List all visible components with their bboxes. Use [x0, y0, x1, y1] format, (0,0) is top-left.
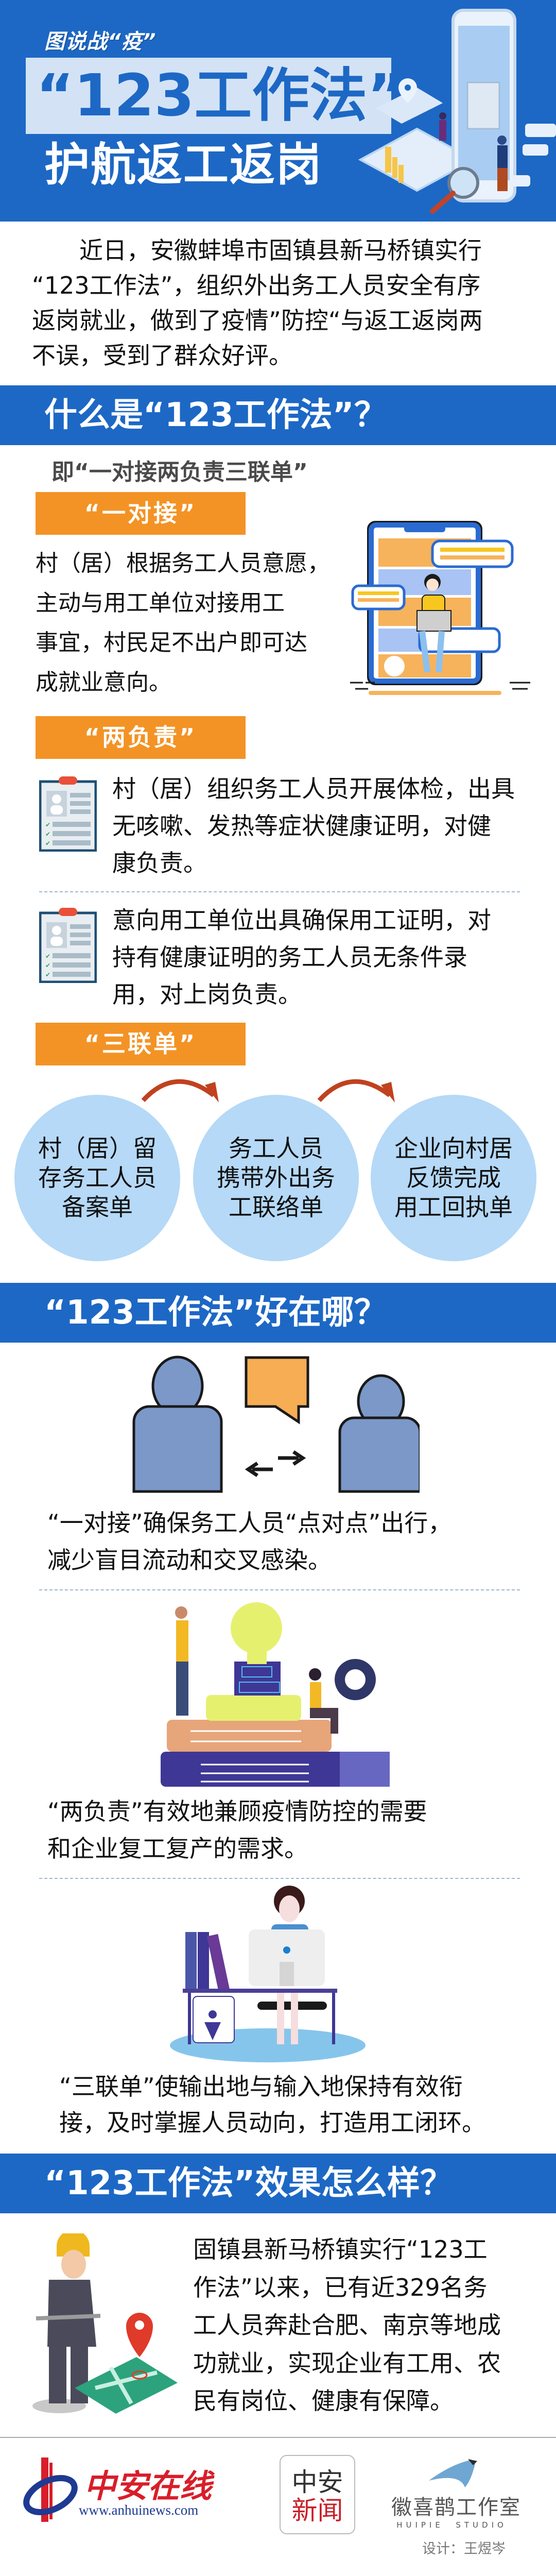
text-line: “两负责”有效地兼顾疫情防控的需要	[47, 1798, 427, 1825]
header-banner: 图说战“疫” “123工作法” 护航返工返岗	[0, 0, 556, 222]
text-line: 备案单	[62, 1193, 133, 1221]
phone-chat-illustration	[350, 521, 530, 695]
benefit-one-connection: “一对接”确保务工人员“点对点”出行， 减少盲目流动和交叉感染。	[47, 1504, 451, 1579]
svg-text:✔: ✔	[45, 962, 50, 969]
arrow-right-icon	[278, 1450, 306, 1466]
text-line: 务工人员	[229, 1134, 323, 1162]
divider	[39, 891, 520, 892]
label-two-responsibilities: “两负责”	[36, 716, 246, 759]
office-worker-illustration	[170, 1886, 366, 2062]
section-what-subtitle: 即“一对接两负责三联单”	[51, 459, 308, 485]
text-line: 和企业复工复产的需求。	[47, 1835, 308, 1862]
intro-paragraph: 近日，安徽蚌埠市固镇县新马桥镇实行 “123工作法”，组织外出务工人员安全有序 …	[32, 233, 483, 373]
section-effect-header: “123工作法”效果怎么样？	[0, 2154, 556, 2213]
zhongan-news-bottom: 新闻	[291, 2496, 343, 2526]
svg-text:✔: ✔	[45, 840, 50, 847]
benefit-three-forms: “三联单”使输出地与输入地保持有效衔 接，及时掌握人员动向，打造用工闭环。	[59, 2069, 485, 2141]
text-line: 民有岗位、健康有保障。	[193, 2387, 454, 2415]
text-line: 成就业意向。	[36, 669, 171, 696]
text-line: 作法”以来，已有近329名务	[193, 2273, 488, 2301]
text-line: 工联络单	[229, 1193, 323, 1221]
magpie-bird-icon	[428, 2459, 477, 2487]
divider	[39, 1878, 520, 1879]
anhuinews-url: www.anhuinews.com	[79, 2502, 199, 2518]
effect-paragraph: 固镇县新马桥镇实行“123工 作法”以来，已有近329名务 工人员奔赴合肥、南京…	[193, 2231, 501, 2420]
form-circle-receipt: 企业向村居 反馈完成 用工回执单	[371, 1095, 536, 1261]
zhongan-news-top: 中安	[291, 2467, 343, 2497]
intro-line: 不误，受到了群众好评。	[32, 342, 292, 369]
arrow-right-icon	[317, 1079, 391, 1103]
huipie-studio-logo: 徽喜鹊工作室 HUIPIE STUDIO	[391, 2458, 521, 2530]
intro-line: 近日，安徽蚌埠市固镇县新马桥镇实行	[79, 236, 482, 264]
worker-map-illustration	[32, 2233, 178, 2414]
label-one-connection: “一对接”	[36, 492, 246, 535]
form-circle-filing: 村（居）留 存务工人员 备案单	[14, 1095, 180, 1261]
designer-credit: 设计：王煜岑	[422, 2541, 506, 2557]
two-people-talking-illustration	[132, 1355, 420, 1493]
main-subtitle: 护航返工返岗	[44, 138, 323, 191]
arrow-left-icon	[245, 1462, 273, 1477]
svg-text:✔: ✔	[45, 821, 50, 828]
svg-text:✔: ✔	[45, 831, 50, 838]
text-line: 用工回执单	[394, 1193, 513, 1221]
anhuinews-emblem-icon	[23, 2458, 78, 2522]
responsibility-item-2: 意向用工单位出具确保用工证明，对 持有健康证明的务工人员无条件录 用，对上岗负责…	[112, 902, 491, 1013]
huipie-studio-en: HUIPIE STUDIO	[396, 2520, 507, 2530]
text-line: 反馈完成	[406, 1164, 501, 1192]
text-line: 意向用工单位出具确保用工证明，对	[112, 906, 491, 934]
phone-illustration	[358, 9, 556, 214]
anhuinews-name: 中安在线	[84, 2467, 212, 2505]
svg-text:✔: ✔	[45, 971, 50, 978]
text-line: “一对接”确保务工人员“点对点”出行，	[47, 1509, 452, 1537]
text-line: 接，及时掌握人员动向，打造用工闭环。	[59, 2109, 485, 2137]
huipie-studio-name: 徽喜鹊工作室	[391, 2496, 521, 2519]
section-what-header: 什么是“123工作法”？	[0, 385, 556, 445]
section-effect-title: “123工作法”效果怎么样？	[44, 2164, 453, 2202]
text-line: 康负责。	[112, 849, 207, 877]
title-highlight-box	[26, 58, 391, 134]
svg-text:✔: ✔	[45, 953, 50, 960]
zhongan-news-logo: 中安 新闻	[280, 2455, 355, 2534]
health-certificate-icon: ✔ ✔ ✔	[39, 776, 97, 852]
text-line: 村（居）留	[38, 1134, 157, 1162]
text-line: 持有健康证明的务工人员无条件录	[112, 943, 467, 971]
responsibility-item-1: 村（居）组织务工人员开展体检，出具 无咳嗽、发热等症状健康证明，对健 康负责。	[112, 770, 515, 882]
form-circle-contact: 务工人员 携带外出务 工联络单	[193, 1095, 359, 1261]
text-line: 主动与用工单位对接用工	[36, 590, 285, 616]
intro-line: “123工作法”，组织外出务工人员安全有序	[32, 272, 481, 299]
text-line: 企业向村居	[394, 1134, 513, 1162]
divider	[39, 1589, 520, 1590]
text-line: 村（居）组织务工人员开展体检，出具	[112, 775, 515, 803]
text-line: 工人员奔赴合肥、南京等地成	[193, 2311, 501, 2339]
text-line: 功就业，实现企业有工用、农	[193, 2349, 501, 2377]
label-three-forms: “三联单”	[36, 1023, 246, 1065]
series-title: 图说战“疫”	[44, 30, 157, 54]
section-benefits-header: “123工作法”好在哪？	[0, 1283, 556, 1343]
main-title: “123工作法”	[36, 62, 406, 129]
benefit-two-responsibilities: “两负责”有效地兼顾疫情防控的需要 和企业复工复产的需求。	[47, 1793, 427, 1867]
books-lightbulb-illustration	[161, 1602, 390, 1787]
intro-line: 返岗就业，做到了疫情”防控“与返工返岗两	[32, 307, 483, 334]
section-benefits-title: “123工作法”好在哪？	[44, 1294, 387, 1332]
text-line: 村（居）根据务工人员意愿，	[36, 550, 330, 577]
anhuinews-logo: 中安在线 www.anhuinews.com	[20, 2455, 236, 2524]
one-connection-text: 村（居）根据务工人员意愿， 主动与用工单位对接用工 事宜，村民足不出户即可达 成…	[36, 544, 330, 702]
arrow-right-icon	[141, 1079, 215, 1103]
text-line: 用，对上岗负责。	[112, 980, 302, 1008]
footer-divider	[0, 2437, 556, 2438]
section-what-title: 什么是“123工作法”？	[44, 396, 387, 434]
text-line: 固镇县新马桥镇实行“123工	[193, 2235, 488, 2263]
employment-certificate-icon: ✔ ✔ ✔	[39, 908, 97, 983]
flow-arrows	[141, 1079, 395, 1103]
text-line: 携带外出务	[217, 1164, 335, 1192]
text-line: 无咳嗽、发热等症状健康证明，对健	[112, 812, 491, 840]
text-line: 存务工人员	[38, 1164, 157, 1192]
text-line: 减少盲目流动和交叉感染。	[47, 1546, 332, 1574]
text-line: “三联单”使输出地与输入地保持有效衔	[59, 2073, 463, 2100]
text-line: 事宜，村民足不出户即可达	[36, 630, 307, 656]
